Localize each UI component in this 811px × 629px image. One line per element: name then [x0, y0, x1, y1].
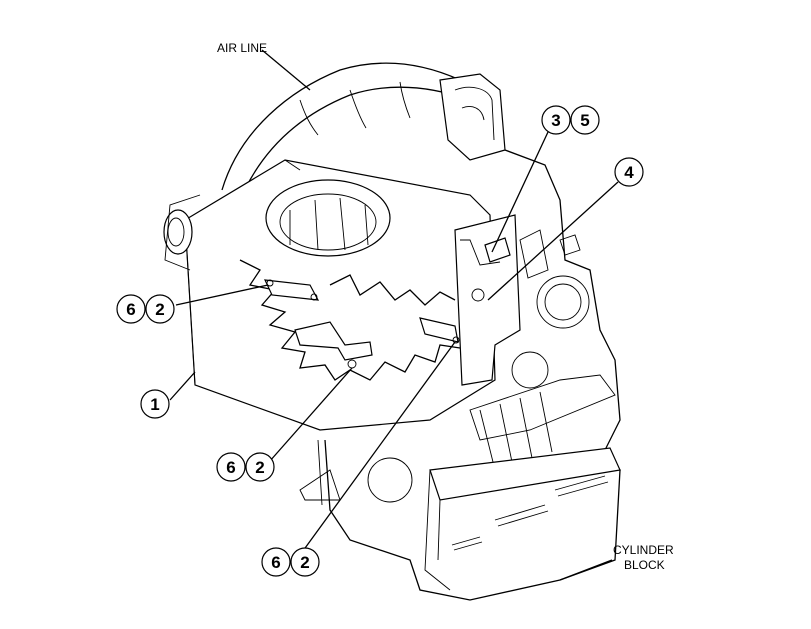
air-line-label: AIR LINE [217, 41, 267, 55]
leader-lines [169, 49, 619, 581]
callout-2-number: 2 [155, 300, 164, 319]
mounting-bracket-right [419, 317, 460, 344]
callout-4-number: 4 [624, 163, 634, 182]
callout-6-number: 6 [271, 553, 280, 572]
mounting-bracket-upper [264, 279, 320, 301]
callout-3-number: 3 [551, 111, 560, 130]
callout-6-2-middle: 6 2 [216, 452, 275, 482]
callout-6-number: 6 [126, 300, 135, 319]
cylinder-block-label-line1: CYLINDER [613, 543, 674, 557]
callout-2-number: 2 [255, 458, 264, 477]
callout-1-number: 1 [150, 395, 159, 414]
mounting-bracket-middle [294, 321, 373, 369]
cylinder-block-label-line2: BLOCK [624, 558, 665, 572]
callout-4: 4 [614, 157, 644, 187]
aftercooler-housing [163, 159, 496, 431]
callout-6-2-lower: 6 2 [261, 547, 320, 577]
callout-1: 1 [140, 389, 170, 419]
support-plate [454, 214, 521, 386]
callout-2-number: 2 [300, 553, 309, 572]
callout-6-2-upper: 6 2 [116, 294, 175, 324]
callout-6-number: 6 [226, 458, 235, 477]
callout-3-5: 3 5 [541, 105, 600, 135]
air-line-pipe [221, 62, 506, 206]
callout-5-number: 5 [580, 111, 589, 130]
